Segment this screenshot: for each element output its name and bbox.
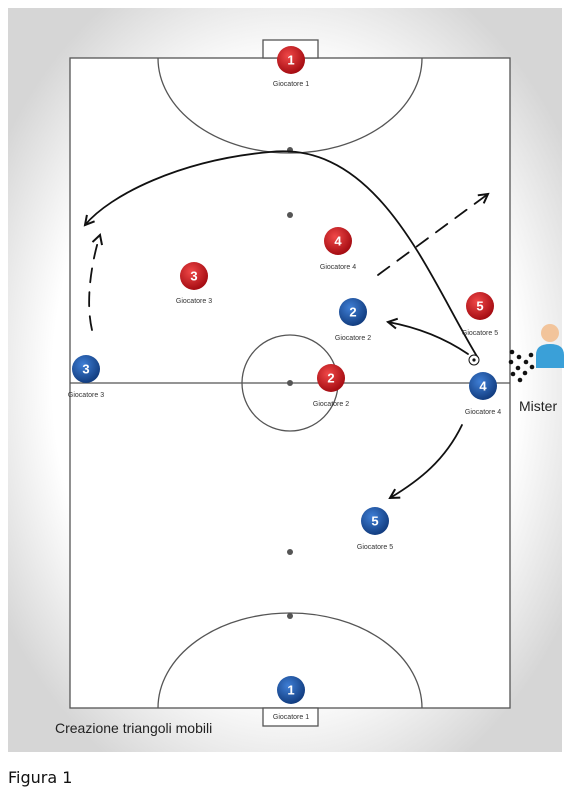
red-player-4-label: Giocatore 4 xyxy=(320,264,356,271)
blue-player-2-label: Giocatore 2 xyxy=(335,335,371,342)
red-player-1-number: 1 xyxy=(287,53,294,68)
red-player-2-number: 2 xyxy=(327,371,334,386)
red-player-3-label: Giocatore 3 xyxy=(176,298,212,305)
blue-player-1-label: Giocatore 1 xyxy=(273,714,309,721)
figure-label: Figura 1 xyxy=(8,768,72,787)
second-spot-bottom xyxy=(287,549,293,555)
second-spot-top xyxy=(287,212,293,218)
blue-player-3-number: 3 xyxy=(82,362,89,377)
penalty-spot-bottom xyxy=(287,613,293,619)
coach-shirt xyxy=(536,344,564,368)
diagram-caption: Creazione triangoli mobili xyxy=(55,720,212,736)
futsal-diagram: Mister 1 Giocatore 1 3 Giocatore 3 4 Gio… xyxy=(0,0,568,760)
coach-label: Mister xyxy=(519,398,557,414)
blue-player-4-label: Giocatore 4 xyxy=(465,409,501,416)
red-player-3-number: 3 xyxy=(190,269,197,284)
blue-player-2-number: 2 xyxy=(349,305,356,320)
blue-player-5-number: 5 xyxy=(371,514,378,529)
red-player-5-label: Giocatore 5 xyxy=(462,330,498,337)
coach-head xyxy=(541,324,559,342)
red-player-2-label: Giocatore 2 xyxy=(313,401,349,408)
red-player-4-number: 4 xyxy=(334,234,342,249)
blue-player-4-number: 4 xyxy=(479,379,487,394)
ball-icon xyxy=(469,355,479,365)
red-player-1-label: Giocatore 1 xyxy=(273,81,309,88)
blue-player-5-label: Giocatore 5 xyxy=(357,544,393,551)
blue-player-3-label: Giocatore 3 xyxy=(68,392,104,399)
blue-player-1-number: 1 xyxy=(287,683,294,698)
red-player-5-number: 5 xyxy=(476,299,483,314)
center-spot xyxy=(287,380,293,386)
